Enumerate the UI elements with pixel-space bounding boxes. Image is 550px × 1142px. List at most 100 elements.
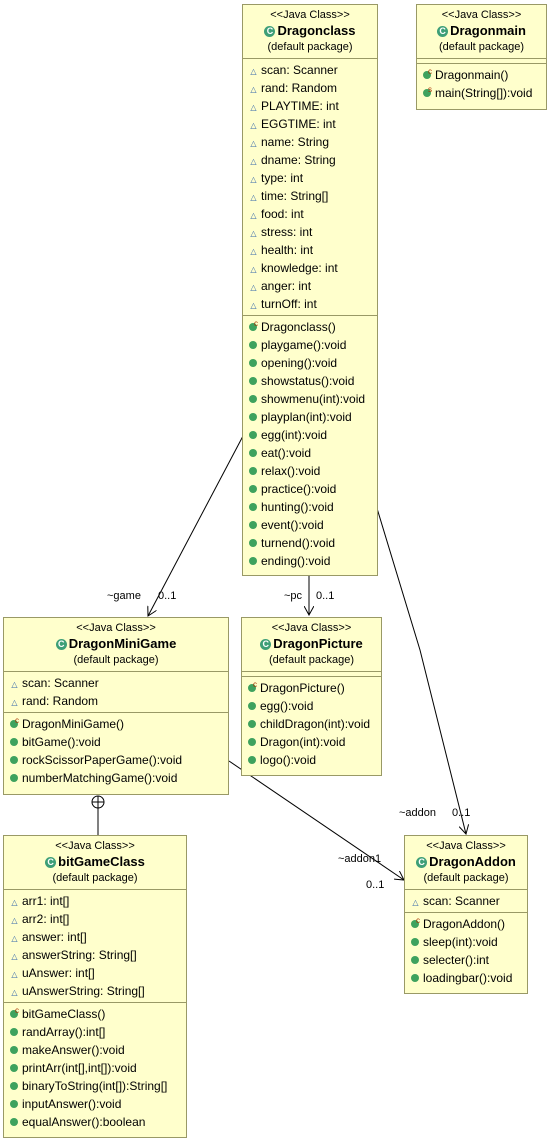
operation-section: bitGameClass()randArray():int[]makeAnswe… bbox=[4, 1002, 186, 1133]
attribute-text: turnOff: int bbox=[261, 297, 317, 311]
class-stereotype: <<Java Class>> bbox=[55, 840, 135, 852]
operation-row: selecter():int bbox=[405, 951, 527, 969]
operation-text: selecter():int bbox=[423, 953, 490, 967]
operation-text: loadingbar():void bbox=[423, 971, 513, 985]
attribute-text: health: int bbox=[261, 243, 314, 257]
attribute-row: △arr2: int[] bbox=[4, 910, 186, 928]
attribute-text: rand: Random bbox=[261, 81, 338, 95]
class-package: (default package) bbox=[269, 654, 354, 666]
operation-section: DragonPicture() egg():void childDragon(int… bbox=[242, 676, 381, 771]
operation-row: bitGameClass() bbox=[4, 1002, 186, 1023]
operation-row: childDragon(int):void bbox=[242, 715, 381, 733]
operation-row: eat():void bbox=[243, 444, 377, 462]
operation-text: turnend():void bbox=[261, 536, 336, 550]
attribute-text: answer: int[] bbox=[22, 930, 87, 944]
class-icon: C bbox=[264, 26, 276, 37]
operation-row: egg():void bbox=[242, 697, 381, 715]
operation-row: sleep(int):void bbox=[405, 933, 527, 951]
attribute-text: knowledge: int bbox=[261, 261, 338, 275]
attribute-section: △ scan: Scanner △ rand: Random △ PLAYTIME: in… bbox=[243, 59, 377, 315]
operation-section: DragonMiniGame()bitGame():voidrockScisso… bbox=[4, 712, 228, 789]
package-visibility-icon: △ bbox=[11, 916, 18, 925]
attribute-text: arr1: int[] bbox=[22, 894, 70, 908]
attribute-row: △type: int bbox=[243, 169, 377, 187]
public-method-icon bbox=[10, 1118, 18, 1126]
attribute-row: △food: int bbox=[243, 205, 377, 223]
package-visibility-icon: △ bbox=[11, 988, 18, 997]
package-visibility-icon: △ bbox=[250, 103, 257, 112]
operation-text: Dragon(int):void bbox=[260, 735, 346, 749]
operation-row: Dragon(int):void bbox=[242, 733, 381, 751]
operation-text: DragonPicture() bbox=[260, 681, 345, 695]
attribute-section: △scan: Scanner bbox=[405, 890, 527, 912]
operation-row: loadingbar():void bbox=[405, 969, 527, 987]
attribute-row: △time: String[] bbox=[243, 187, 377, 205]
attribute-text: uAnswerString: String[] bbox=[22, 984, 145, 998]
operation-text: playgame():void bbox=[261, 338, 347, 352]
class-name: Dragonclass bbox=[277, 23, 356, 38]
operation-text: main(String[]):void bbox=[435, 86, 533, 100]
public-method-icon bbox=[249, 503, 257, 511]
attribute-text: scan: Scanner bbox=[261, 63, 338, 77]
attribute-row: △health: int bbox=[243, 241, 377, 259]
attribute-row: △EGGTIME: int bbox=[243, 115, 377, 133]
class-package: (default package) bbox=[73, 654, 159, 666]
attribute-row: △rand: Random bbox=[4, 692, 228, 710]
attribute-row: △arr1: int[] bbox=[4, 892, 186, 910]
constructor-icon bbox=[249, 315, 258, 333]
attribute-text: PLAYTIME: int bbox=[261, 99, 339, 113]
edge-pc-role: ~pc bbox=[284, 590, 303, 602]
public-method-icon bbox=[249, 341, 257, 349]
class-icon: C bbox=[45, 857, 57, 868]
operation-row: DragonPicture() bbox=[242, 676, 381, 697]
attribute-text: food: int bbox=[261, 207, 304, 221]
operation-row: showstatus():void bbox=[243, 372, 377, 390]
attribute-row: △ PLAYTIME: int bbox=[243, 97, 377, 115]
operation-text: inputAnswer():void bbox=[22, 1097, 122, 1111]
package-visibility-icon: △ bbox=[250, 157, 257, 166]
operation-row: main(String[]):void bbox=[417, 81, 546, 102]
operation-text: opening():void bbox=[261, 356, 338, 370]
package-visibility-icon: △ bbox=[250, 193, 257, 202]
attribute-text: type: int bbox=[261, 171, 304, 185]
operation-row: DragonAddon() bbox=[405, 912, 527, 933]
operation-row: printArr(int[],int[]):void bbox=[4, 1059, 186, 1077]
operation-text: logo():void bbox=[260, 753, 317, 767]
edge-game-multiplicity: 0..1 bbox=[158, 590, 177, 602]
public-method-icon bbox=[249, 395, 257, 403]
package-visibility-icon: △ bbox=[11, 952, 18, 961]
public-method-icon bbox=[249, 377, 257, 385]
attribute-row: △uAnswer: int[] bbox=[4, 964, 186, 982]
class-stereotype: <<Java Class>> bbox=[271, 622, 352, 634]
attribute-row: △ anger: int bbox=[243, 277, 377, 295]
class-stereotype: <<Java Class>> bbox=[426, 840, 506, 852]
attribute-row: △stress: int bbox=[243, 223, 377, 241]
operation-row: playgame():void bbox=[243, 336, 377, 354]
operation-text: egg():void bbox=[260, 699, 314, 713]
operation-section: Dragonmain()main(String[]):void bbox=[417, 63, 546, 104]
operation-row: practice():void bbox=[243, 480, 377, 498]
operation-row: showmenu(int):void bbox=[243, 390, 377, 408]
class-name: DragonAddon bbox=[429, 854, 516, 869]
operation-text: ending():void bbox=[261, 554, 331, 568]
public-method-icon bbox=[10, 1064, 18, 1072]
operation-text: egg(int):void bbox=[261, 428, 328, 442]
package-visibility-icon: △ bbox=[250, 283, 257, 292]
attribute-text: dname: String bbox=[261, 153, 336, 167]
operation-text: practice():void bbox=[261, 482, 337, 496]
public-method-icon bbox=[249, 521, 257, 529]
attribute-text: anger: int bbox=[261, 279, 312, 293]
class-name: DragonMiniGame bbox=[68, 636, 177, 651]
operation-text: showstatus():void bbox=[261, 374, 355, 388]
operation-row: numberMatchingGame():void bbox=[4, 769, 228, 787]
operation-row: binaryToString(int[]):String[] bbox=[4, 1077, 186, 1095]
edge-pc-multiplicity: 0..1 bbox=[316, 590, 335, 602]
